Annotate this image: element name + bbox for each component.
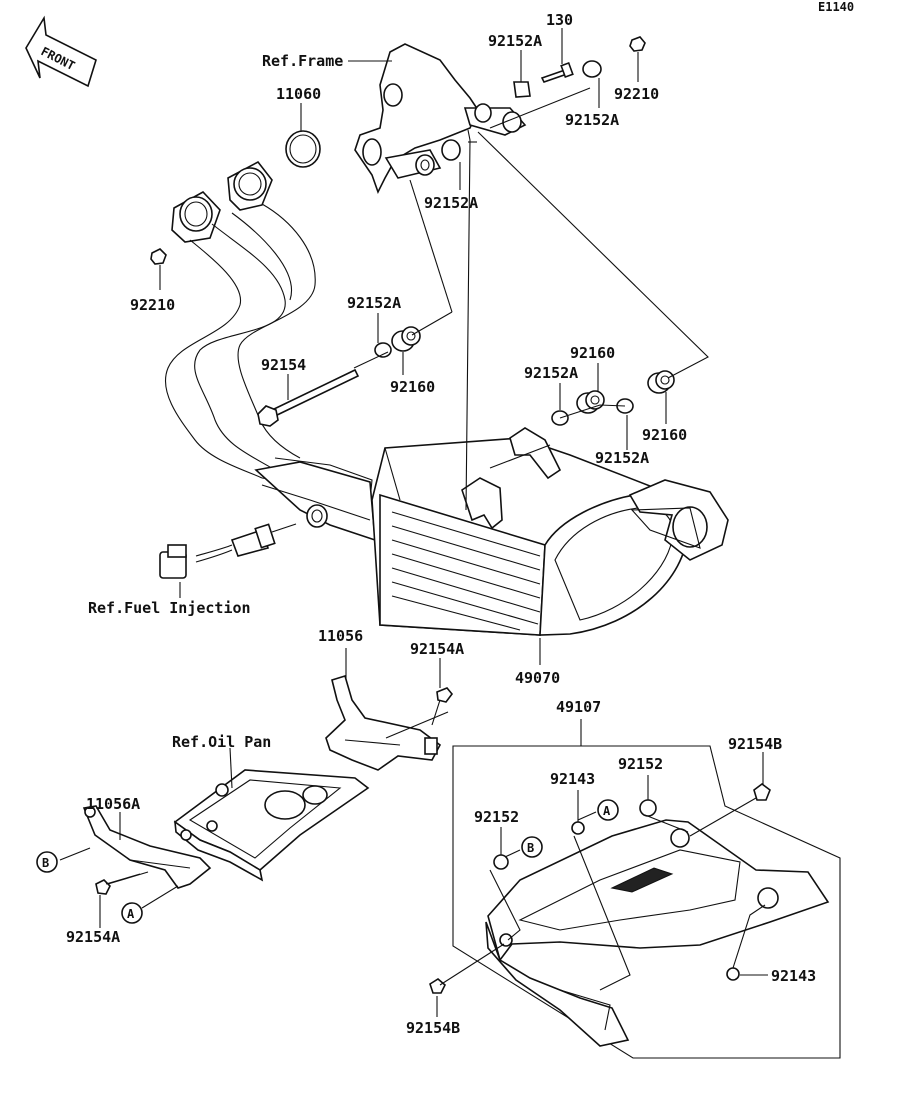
part-92152-right-label: 92152 xyxy=(618,755,663,773)
part-92143-top-label: 92143 xyxy=(550,770,595,788)
part-92160-right-label: 92160 xyxy=(642,426,687,444)
diagram-id: E1140 xyxy=(818,0,854,14)
part-11056-label: 11056 xyxy=(318,627,363,645)
callout-a-upper-label: A xyxy=(603,804,611,818)
callout-a-lower: A xyxy=(121,902,143,924)
callout-b-upper: B xyxy=(521,836,543,858)
part-92143-bottom-label: 92143 xyxy=(771,967,816,985)
part-92152a-right-label: 92152A xyxy=(565,111,619,129)
callout-b-upper-label: B xyxy=(527,841,534,855)
part-92210-left-label: 92210 xyxy=(130,296,175,314)
cover-49107 xyxy=(485,819,830,1047)
part-92152a-right-mid-label: 92152A xyxy=(524,364,578,382)
cover-group-outline xyxy=(452,745,841,1059)
part-49070-label: 49070 xyxy=(515,669,560,687)
part-92160-right-top-label: 92160 xyxy=(570,344,615,362)
grommet-92160-right xyxy=(647,370,675,394)
ref-oil-pan-label: Ref.Oil Pan xyxy=(172,733,271,751)
frame-bracket xyxy=(354,43,527,195)
part-92210-top-label: 92210 xyxy=(614,85,659,103)
oil-pan xyxy=(173,769,370,882)
callout-a-lower-label: A xyxy=(127,907,135,921)
part-92152a-center-label: 92152A xyxy=(424,194,478,212)
nut-92210-top xyxy=(629,36,646,52)
gasket-11060 xyxy=(285,130,321,168)
exhaust-header-pipes xyxy=(164,203,376,542)
oxygen-sensor xyxy=(159,523,297,579)
part-92154a-top-label: 92154A xyxy=(410,640,464,658)
collar-92152a-mid-shape xyxy=(374,342,392,358)
callout-b-lower-label: B xyxy=(42,856,49,870)
bolt-92154b-top xyxy=(753,783,771,801)
nut-92143-bottom xyxy=(726,967,740,981)
collar-92152a-top xyxy=(513,81,531,98)
part-92152a-lower-label: 92152A xyxy=(595,449,649,467)
collar-92152a-right-shape xyxy=(582,60,602,78)
exhaust-flange-lower xyxy=(171,191,221,243)
nut-92143-top xyxy=(571,821,585,835)
part-11060-label: 11060 xyxy=(276,85,321,103)
part-92152-left-label: 92152 xyxy=(474,808,519,826)
part-92154-label: 92154 xyxy=(261,356,306,374)
grommet-92160-mid xyxy=(391,326,421,352)
bolt-92154 xyxy=(257,368,360,427)
nut-92152-right xyxy=(639,799,657,817)
callout-b-lower: B xyxy=(36,851,58,873)
front-direction-badge: FRONT xyxy=(25,15,97,88)
part-92154b-top-label: 92154B xyxy=(728,735,782,753)
grommet-92160-right-top xyxy=(576,390,605,414)
ref-fuel-injection-label: Ref.Fuel Injection xyxy=(88,599,251,617)
callout-a-upper: A xyxy=(597,799,619,821)
part-92152a-mid-label: 92152A xyxy=(347,294,401,312)
nut-92210-left xyxy=(150,248,167,265)
muffler-heat-fins xyxy=(391,511,541,631)
part-92160-mid-label: 92160 xyxy=(390,378,435,396)
bracket-11056 xyxy=(325,674,454,771)
part-11056a-label: 11056A xyxy=(86,795,140,813)
bolt-92154b-bottom xyxy=(429,978,446,994)
part-49107-label: 49107 xyxy=(556,698,601,716)
leader-lines xyxy=(59,28,768,1017)
ref-frame-label: Ref.Frame xyxy=(262,52,343,70)
part-130-label: 130 xyxy=(546,11,573,29)
exhaust-flange-upper xyxy=(227,160,273,211)
part-92152a-top-label: 92152A xyxy=(488,32,542,50)
muffler-49070 xyxy=(371,427,729,636)
part-92154b-bottom-label: 92154B xyxy=(406,1019,460,1037)
part-92154a-bottom-label: 92154A xyxy=(66,928,120,946)
bolt-130 xyxy=(540,61,574,83)
collar-92152a-center-shape xyxy=(441,139,461,161)
